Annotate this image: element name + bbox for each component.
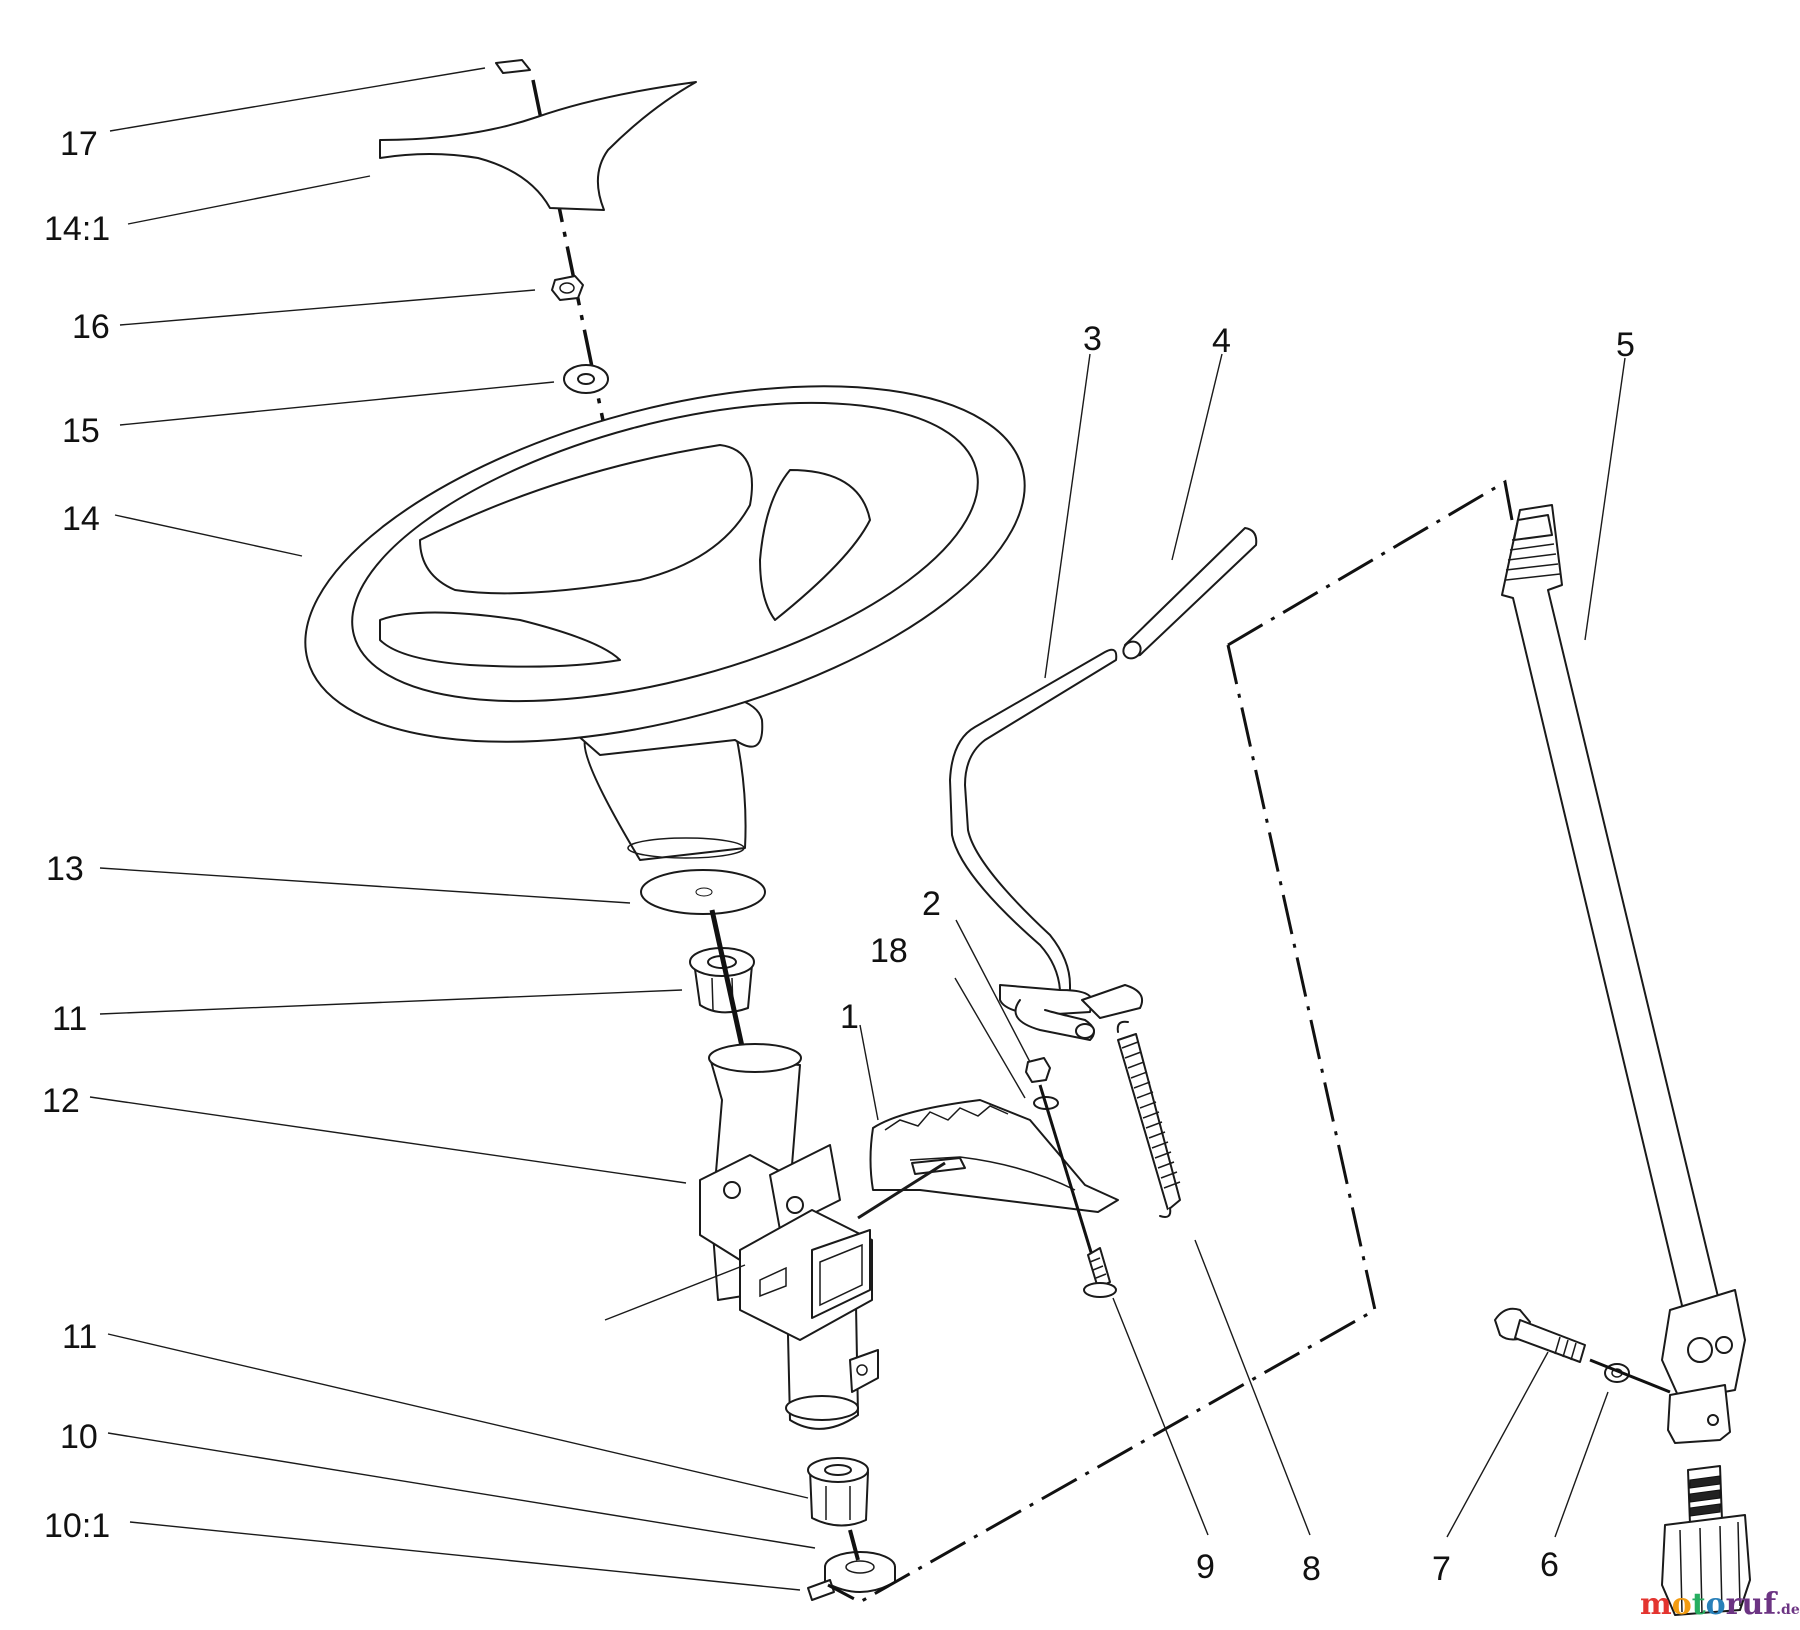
svg-text:motoruf.de: motoruf.de [1640,1587,1800,1622]
part-5-steering-shaft [1501,504,1721,1319]
part-5-universal-joint [1661,1289,1746,1444]
part-9-screw [1038,1084,1117,1298]
part-11-lower-bushing [807,1457,869,1527]
label-6: 6 [1540,1546,1559,1584]
label-14: 14 [62,500,100,538]
watermark-logo: motoruf.de [1640,1587,1800,1622]
label-15: 15 [62,412,100,450]
leader-lines [89,67,1626,1591]
part-3-lever [949,648,1144,1041]
part-12-steering-column [699,1043,879,1430]
part-1-bracket [869,1099,1119,1213]
callout-labels: 17 14:1 16 15 14 13 11 12 11 10 10:1 1 1… [42,125,1635,1588]
part-13-washer [640,869,766,915]
label-17: 17 [60,125,98,163]
part-15-washer [563,364,609,394]
part-14-1-emblem [379,81,697,211]
label-8: 8 [1302,1550,1321,1588]
part-17-cap [495,59,531,74]
label-10: 10 [60,1418,98,1456]
part-18-locknut [1025,1057,1051,1083]
label-4: 4 [1212,322,1231,360]
part-4-grip [1122,527,1258,660]
label-10-1: 10:1 [44,1507,110,1545]
label-18: 18 [870,932,908,970]
part-16-nut [551,275,584,301]
part-10-1-setscrew [807,1579,835,1601]
installation-path [827,479,1514,1604]
label-9: 9 [1196,1548,1215,1586]
label-2: 2 [922,885,941,923]
part-14-steering-wheel [304,385,1026,861]
label-16: 16 [72,308,110,346]
pinion-gear [1661,1465,1751,1616]
label-14-1: 14:1 [44,210,110,248]
part-8-spring [1116,1020,1181,1218]
part-10-collar [824,1551,896,1593]
label-11-upper: 11 [52,1000,87,1038]
label-7: 7 [1432,1550,1451,1588]
label-1: 1 [840,998,859,1036]
label-13: 13 [46,850,84,888]
label-11-lower: 11 [62,1318,97,1356]
label-5: 5 [1616,326,1635,364]
label-3: 3 [1083,320,1102,358]
label-12: 12 [42,1082,80,1120]
part-7-bolt [1494,1307,1586,1363]
